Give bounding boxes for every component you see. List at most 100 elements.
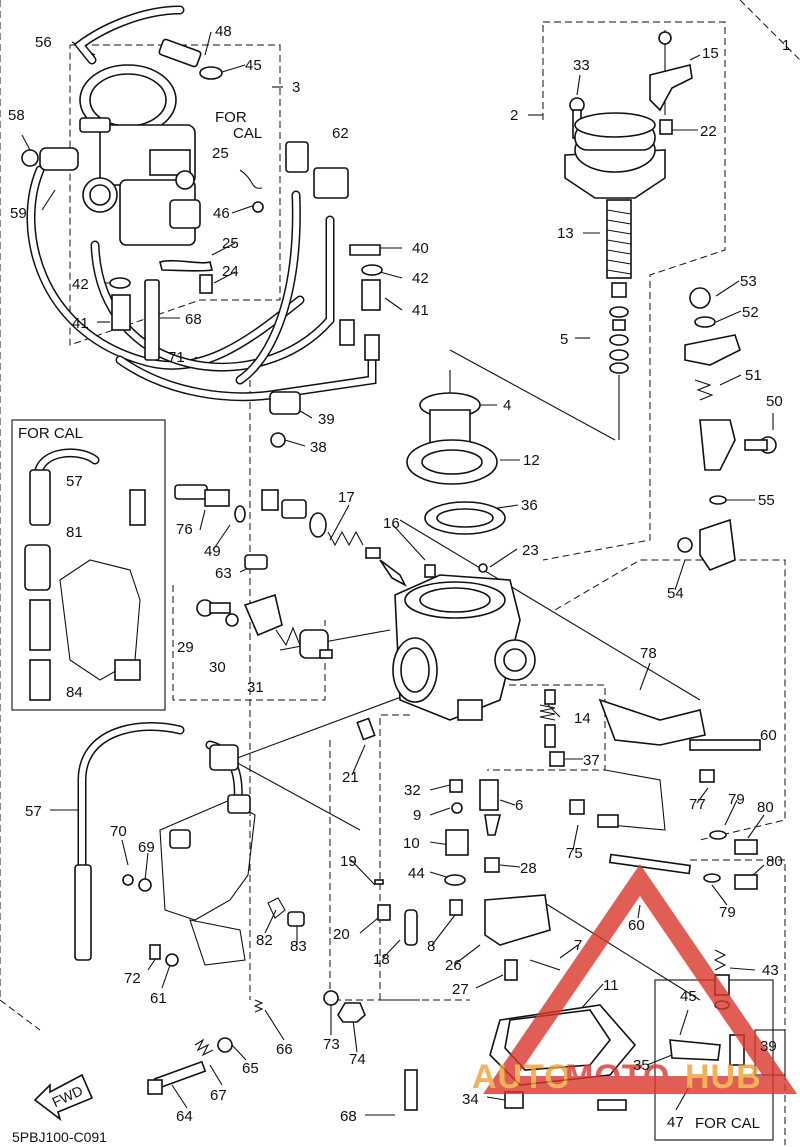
diagram-code: 5PBJ100-C091 xyxy=(12,1129,107,1145)
callout-number: 50 xyxy=(766,393,783,410)
callout-number: 84 xyxy=(66,684,83,701)
callout-number: 12 xyxy=(523,452,540,469)
callout-number: 39 xyxy=(760,1038,777,1055)
callout-number: 71 xyxy=(168,349,185,366)
watermark-hub: HUB xyxy=(685,1058,762,1096)
throttle-linkage-parts xyxy=(569,698,761,890)
callout-number: 80 xyxy=(766,853,783,870)
callout-number: 57 xyxy=(25,803,42,820)
callout-number: 47 xyxy=(667,1114,684,1131)
callout-number: 69 xyxy=(138,839,155,856)
callout-number: 76 xyxy=(176,521,193,538)
callout-number: 43 xyxy=(762,962,779,979)
jets-and-float-parts xyxy=(356,717,561,1111)
piston-valve-icon xyxy=(406,392,506,535)
callout-number: 38 xyxy=(310,439,327,456)
callout-number: 45 xyxy=(245,57,262,74)
callout-number: 15 xyxy=(702,45,719,62)
callout-number: 73 xyxy=(323,1036,340,1053)
callout-number: 21 xyxy=(342,769,359,786)
callout-number: 78 xyxy=(640,645,657,662)
callout-number: 36 xyxy=(521,497,538,514)
callout-number: 42 xyxy=(72,276,89,293)
callout-number: 8 xyxy=(427,938,435,955)
automotohub-watermark: AUTO MOTO HUB xyxy=(472,864,798,1096)
callout-number: 63 xyxy=(215,565,232,582)
callout-number: 67 xyxy=(210,1087,227,1104)
callout-number: 62 xyxy=(332,125,349,142)
jet-needle-set-icon xyxy=(609,282,629,440)
callout-number: 58 xyxy=(8,107,25,124)
callout-number: 23 xyxy=(522,542,539,559)
lower-left-bracket-icon xyxy=(74,744,366,1095)
callout-number: 11 xyxy=(603,977,619,994)
callout-number: 27 xyxy=(452,981,469,998)
callout-number: 70 xyxy=(110,823,127,840)
callout-number: 82 xyxy=(256,932,273,949)
callout-number: 57 xyxy=(66,473,83,490)
callout-number: 44 xyxy=(408,865,425,882)
callout-number: 1 xyxy=(782,37,790,54)
callout-number: 31 xyxy=(247,679,264,696)
note-for-cal-left: FOR CAL xyxy=(18,425,83,442)
callout-number: 54 xyxy=(667,585,684,602)
fwd-arrow-icon xyxy=(33,1073,94,1122)
callout-number: 60 xyxy=(628,917,645,934)
callout-number: 19 xyxy=(340,853,357,870)
sensor-connectors xyxy=(269,141,383,448)
callout-number: 7 xyxy=(574,937,582,954)
callout-number: 49 xyxy=(204,543,221,560)
choke-plunger-set-icon xyxy=(174,484,407,587)
callout-number: 24 xyxy=(222,263,239,280)
callout-number: 10 xyxy=(403,835,420,852)
callout-number: 30 xyxy=(209,659,226,676)
callout-number: 66 xyxy=(276,1041,293,1058)
callout-number: 41 xyxy=(412,302,429,319)
callout-number: 14 xyxy=(574,710,591,727)
callout-number: 52 xyxy=(742,304,759,321)
carburetor-assembly-icon xyxy=(79,64,201,246)
callout-number: 53 xyxy=(740,273,757,290)
callout-number: 61 xyxy=(150,990,167,1007)
callout-number: FOR xyxy=(215,109,247,126)
notes: FOR CAL FOR CAL 5PBJ100-C091 FWD xyxy=(12,425,760,1145)
watermark-moto: MOTO xyxy=(565,1058,670,1096)
callout-number: 25 xyxy=(212,145,229,162)
callout-number: 79 xyxy=(728,791,745,808)
callout-number: 6 xyxy=(515,797,523,814)
callout-number: 83 xyxy=(290,938,307,955)
leader-lines xyxy=(21,31,774,1116)
hoses xyxy=(26,5,377,885)
callout-number: 72 xyxy=(124,970,141,987)
callout-number: 26 xyxy=(445,957,462,974)
watermark-triangle-icon xyxy=(482,864,798,1094)
callout-number: 4 xyxy=(503,397,511,414)
throttle-stop-parts xyxy=(677,287,777,571)
callout-number: 75 xyxy=(566,845,583,862)
callout-number: CAL xyxy=(233,125,262,142)
callout-number: 37 xyxy=(583,752,600,769)
callout-number: 39 xyxy=(318,411,335,428)
callout-number: 80 xyxy=(757,799,774,816)
carburetor-body-icon xyxy=(392,563,536,721)
spring-13-icon xyxy=(606,199,632,279)
callout-number: 29 xyxy=(177,639,194,656)
callout-number: 2 xyxy=(510,107,518,124)
callout-number: 51 xyxy=(745,367,762,384)
callout-number: 25 xyxy=(222,235,239,252)
throttle-shaft-parts xyxy=(539,689,565,767)
vacuum-chamber-cover-icon xyxy=(564,30,693,199)
callout-number: 16 xyxy=(383,515,400,532)
callout-number: 5 xyxy=(560,331,568,348)
callout-number: 32 xyxy=(404,782,421,799)
note-for-cal-bottom-right: FOR CAL xyxy=(695,1115,760,1132)
top-small-parts xyxy=(21,38,264,361)
callout-number: 17 xyxy=(338,489,355,506)
for-cal-box-left xyxy=(11,419,166,711)
callout-number: 3 xyxy=(292,79,300,96)
callout-number: 13 xyxy=(557,225,574,242)
callout-number: 79 xyxy=(719,904,736,921)
